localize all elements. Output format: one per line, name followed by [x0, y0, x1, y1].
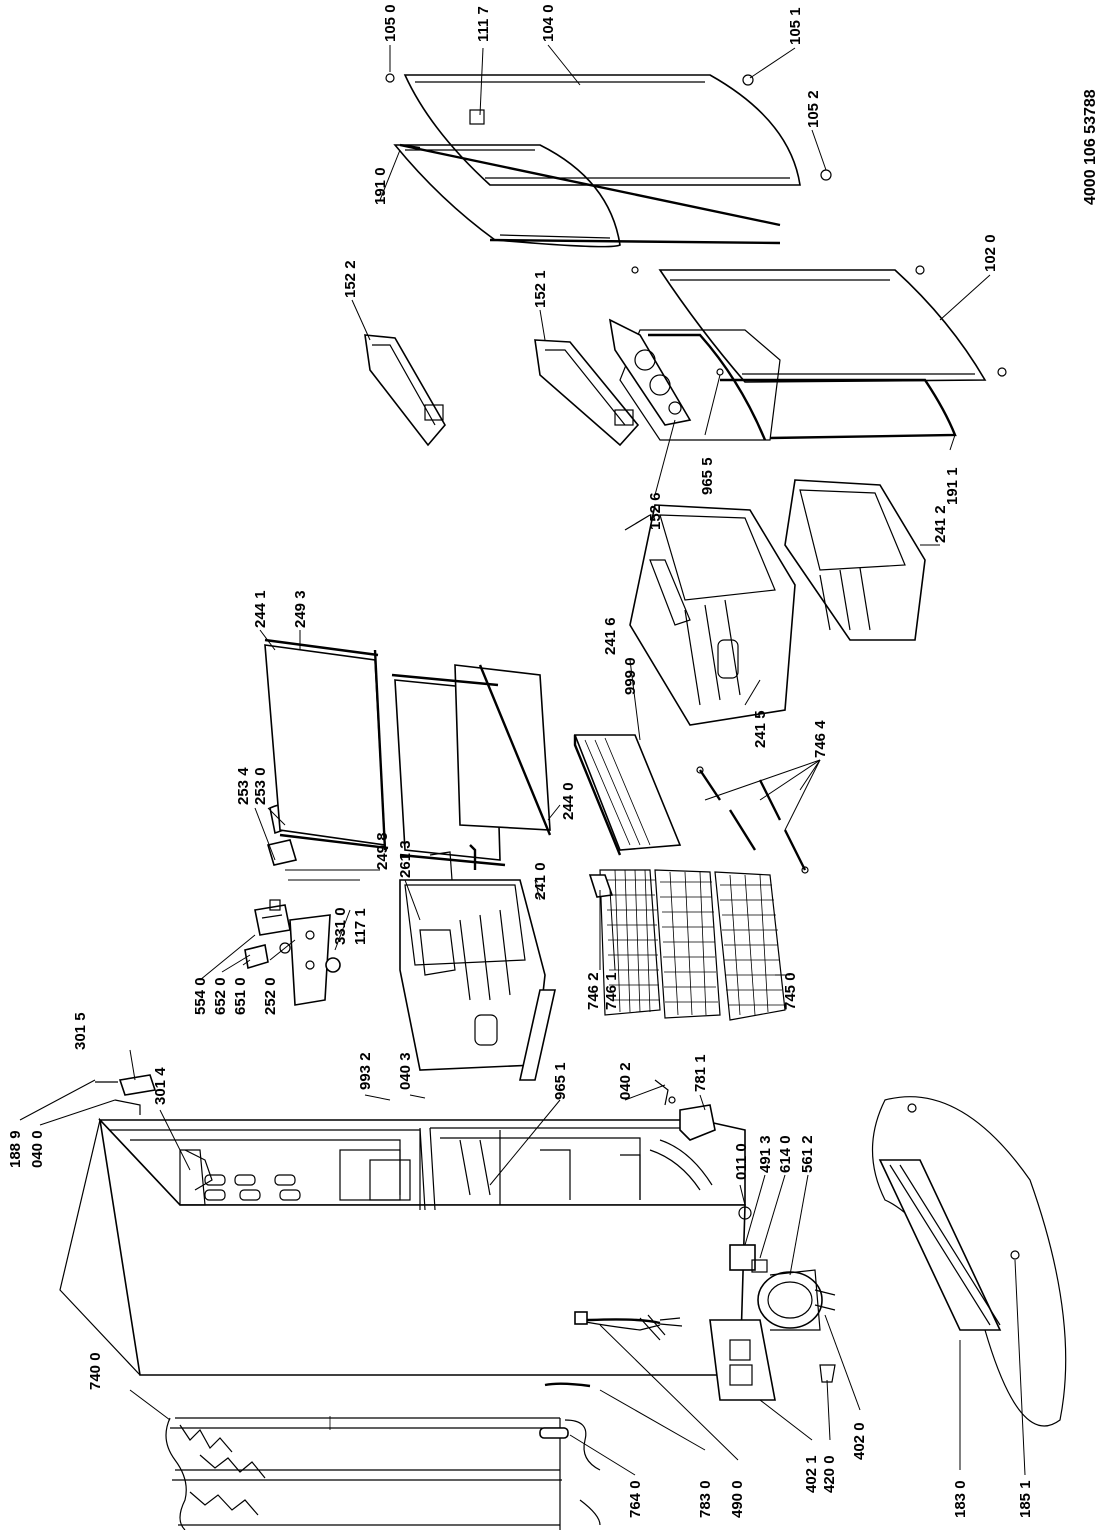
- freezer-basket-drawing: [588, 869, 786, 1021]
- bottle-balcony-lower-drawing: [534, 339, 640, 447]
- part-label: 781 1: [692, 1054, 709, 1092]
- trim-strip-drawing: [469, 844, 477, 870]
- part-label: 491 3: [757, 1135, 774, 1173]
- part-label: 185 1: [1017, 1480, 1034, 1518]
- part-label: 301 4: [152, 1067, 169, 1105]
- part-label: 331 0: [332, 907, 349, 945]
- part-label: 191 1: [944, 467, 961, 505]
- part-label: 105 0: [382, 4, 399, 42]
- document-code: 4000 106 53788: [1082, 89, 1099, 205]
- part-label: 117 1: [352, 908, 369, 945]
- part-label: 104 0: [540, 4, 557, 42]
- leader-lines: [19, 44, 1026, 1476]
- part-label: 965 5: [699, 457, 716, 495]
- base-plate-detail-drawing: [872, 1096, 1067, 1427]
- part-label: 011 0: [733, 1143, 750, 1180]
- part-label: 152 2: [342, 260, 359, 298]
- part-label: 241 5: [752, 710, 769, 748]
- part-label: 740 0: [87, 1352, 104, 1390]
- part-label: 040 3: [397, 1052, 414, 1090]
- part-label: 402 0: [851, 1422, 868, 1460]
- part-label: 253 0: [252, 767, 269, 805]
- part-label: 993 2: [357, 1052, 374, 1090]
- part-label: 102 0: [982, 234, 999, 272]
- part-number-labels: 105 0 111 7 104 0 105 1 105 2 191 0 152 …: [7, 4, 1099, 1518]
- part-label: 244 1: [252, 590, 269, 628]
- part-label: 191 0: [372, 167, 389, 205]
- compressor-bracket-drawing: [709, 1319, 836, 1401]
- part-label: 490 0: [729, 1480, 746, 1518]
- crisper-drawer-lower-drawing: [399, 851, 556, 1081]
- part-label: 244 0: [560, 782, 577, 820]
- part-label: 652 0: [212, 977, 229, 1015]
- bottle-balcony-upper-drawing: [364, 334, 446, 447]
- glass-shelf-upper-drawing: [264, 638, 389, 851]
- drier-tube-drawing: [539, 1382, 591, 1439]
- top-hinge-drawing: [95, 1074, 213, 1191]
- condenser-drawing: [165, 1416, 601, 1530]
- part-label: 241 2: [932, 505, 949, 543]
- door-upper-drawing: [385, 73, 832, 248]
- part-label: 614 0: [777, 1135, 794, 1173]
- power-cord-drawing: [574, 1311, 683, 1327]
- part-label: 554 0: [192, 977, 209, 1015]
- glass-shelf-lower-drawing: [391, 664, 552, 867]
- part-label: 152 1: [532, 270, 549, 308]
- part-label: 253 4: [235, 767, 252, 805]
- part-label: 105 2: [805, 90, 822, 128]
- bottom-hinge-drawing: [654, 1079, 716, 1141]
- part-label: 651 0: [232, 977, 249, 1015]
- part-label: 420 0: [821, 1455, 838, 1493]
- part-label: 152 6: [647, 492, 664, 530]
- part-label: 040 2: [617, 1062, 634, 1100]
- door-balcony-drawing: [608, 318, 692, 426]
- part-label: 241 0: [532, 862, 549, 900]
- part-label: 965 1: [552, 1062, 569, 1100]
- part-label: 746 2: [585, 972, 602, 1010]
- part-label: 764 0: [627, 1480, 644, 1518]
- part-label: 301 5: [72, 1012, 89, 1050]
- part-label: 241 6: [602, 617, 619, 655]
- part-label: 745 0: [782, 972, 799, 1010]
- part-label: 252 0: [262, 977, 279, 1015]
- door-lower-drawing: [619, 265, 1007, 441]
- part-label: 183 0: [952, 1480, 969, 1518]
- basket-rails-drawing: [696, 766, 809, 874]
- part-label: 746 4: [812, 720, 829, 758]
- part-label: 188 9: [7, 1130, 24, 1168]
- part-label: 561 2: [799, 1135, 816, 1173]
- compressor-drawing: [729, 1244, 836, 1331]
- freezer-drawer-upper-drawing: [624, 504, 796, 726]
- freezer-drawer-lower-drawing: [784, 479, 926, 641]
- part-label: 040 0: [29, 1130, 46, 1168]
- part-label: 249 8: [374, 832, 391, 870]
- part-label: 111 7: [475, 6, 492, 42]
- cabinet-drawing: [59, 1117, 752, 1376]
- part-label: 249 3: [292, 590, 309, 628]
- part-label: 783 0: [697, 1480, 714, 1518]
- part-label: 261 3: [397, 840, 414, 878]
- part-label: 746 1: [603, 972, 620, 1010]
- part-label: 999 0: [622, 657, 639, 695]
- flap-drawing: [573, 734, 682, 856]
- part-label: 105 1: [787, 7, 804, 45]
- part-label: 402 1: [803, 1455, 820, 1493]
- light-assembly-drawing: [244, 899, 341, 1006]
